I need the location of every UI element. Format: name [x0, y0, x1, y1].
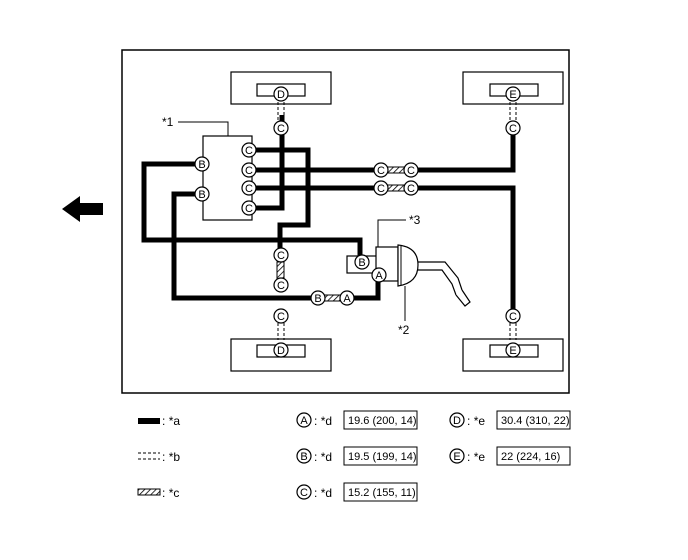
marker-b-master-upper: B: [354, 254, 370, 270]
svg-text:B: B: [358, 257, 365, 269]
marker-b-line-bottom: B: [310, 290, 326, 306]
callout-leaders: [178, 121, 406, 321]
svg-text:: *d: : *d: [314, 486, 332, 500]
marker-a-line-bottom: A: [339, 290, 355, 306]
marker-c-actuator-4: C: [241, 200, 257, 216]
marker-c-center-upper: C: [273, 247, 289, 263]
svg-text:C: C: [245, 203, 253, 215]
svg-text:C: C: [407, 165, 415, 177]
legend-hatched: : *c: [137, 486, 179, 500]
marker-c-line-upper-left: C: [373, 162, 389, 178]
svg-text:B: B: [198, 159, 205, 171]
svg-text:D: D: [277, 89, 285, 101]
dashed-brake-lines: [277, 102, 517, 340]
marker-c-rear-right: C: [505, 308, 521, 324]
marker-b-actuator-upper: B: [194, 156, 210, 172]
svg-text:: *e: : *e: [467, 450, 485, 464]
marker-d-rear-left: D: [273, 342, 289, 358]
svg-text:: *d: : *d: [314, 414, 332, 428]
marker-c-line-lower-right: C: [403, 180, 419, 196]
arrow-left-icon: [62, 196, 103, 222]
marker-c-center-lower: C: [273, 277, 289, 293]
legend-solid: : *a: [138, 414, 180, 428]
svg-text:C: C: [277, 311, 285, 323]
marker-c-actuator-3: C: [241, 180, 257, 196]
legend-torque-c: C : *d 15.2 (155, 11): [296, 482, 418, 502]
svg-text:C: C: [277, 123, 285, 135]
svg-text:C: C: [509, 311, 517, 323]
svg-text:B: B: [314, 293, 321, 305]
svg-text:D: D: [277, 345, 285, 357]
svg-text:C: C: [377, 183, 385, 195]
svg-text:B: B: [300, 451, 307, 463]
marker-b-actuator-lower: B: [194, 186, 210, 202]
marker-e-front-right: E: [505, 86, 521, 102]
svg-text:: *e: : *e: [467, 414, 485, 428]
svg-text:A: A: [343, 293, 351, 305]
legend-torque-e: E : *e 22 (224, 16): [449, 446, 571, 466]
svg-text:E: E: [453, 451, 460, 463]
marker-e-rear-right: E: [505, 342, 521, 358]
legend-hatched-label: : *c: [162, 486, 179, 500]
callout-label-1: *1: [162, 115, 174, 129]
marker-c-rear-left: C: [273, 308, 289, 324]
marker-d-front-left: D: [273, 86, 289, 102]
callout-label-2: *2: [398, 323, 410, 337]
marker-c-line-lower-left: C: [373, 180, 389, 196]
callout-label-3: *3: [409, 213, 421, 227]
torque-value-c: 15.2 (155, 11): [348, 487, 416, 499]
marker-c-line-upper-right: C: [403, 162, 419, 178]
marker-c-actuator-1: C: [241, 142, 257, 158]
legend-torque-a: A : *d 19.6 (200, 14): [296, 410, 418, 430]
svg-text:A: A: [300, 415, 308, 427]
marker-a-master: A: [371, 267, 387, 283]
svg-text:B: B: [198, 189, 205, 201]
svg-text:D: D: [453, 415, 461, 427]
legend-torque-d: D : *e 30.4 (310, 22): [449, 410, 571, 430]
legend-dashed: : *b: [138, 450, 180, 464]
svg-text:: *d: : *d: [314, 450, 332, 464]
svg-text:C: C: [245, 165, 253, 177]
torque-value-b: 19.5 (199, 14): [348, 451, 417, 463]
torque-value-a: 19.6 (200, 14): [348, 415, 417, 427]
svg-text:C: C: [300, 487, 308, 499]
marker-c-front-left: C: [273, 120, 289, 136]
svg-text:C: C: [245, 145, 253, 157]
marker-c-actuator-2: C: [241, 162, 257, 178]
torque-value-d: 30.4 (310, 22): [501, 415, 570, 427]
svg-text:C: C: [407, 183, 415, 195]
svg-text:E: E: [509, 89, 516, 101]
legend-dashed-label: : *b: [162, 450, 180, 464]
solid-brake-lines: [141, 115, 516, 313]
svg-text:C: C: [277, 250, 285, 262]
legend-torque-b: B : *d 19.5 (199, 14): [296, 446, 418, 466]
svg-text:C: C: [377, 165, 385, 177]
svg-text:C: C: [245, 183, 253, 195]
svg-text:E: E: [509, 345, 516, 357]
svg-text:C: C: [277, 280, 285, 292]
diagram-frame: [121, 49, 570, 394]
torque-value-e: 22 (224, 16): [501, 451, 560, 463]
marker-c-front-right: C: [505, 120, 521, 136]
legend: : *a : *b : *c A : *d 19.6 (200, 14) B :…: [137, 410, 571, 502]
svg-text:A: A: [375, 270, 383, 282]
svg-text:C: C: [509, 123, 517, 135]
legend-solid-label: : *a: [162, 414, 180, 428]
